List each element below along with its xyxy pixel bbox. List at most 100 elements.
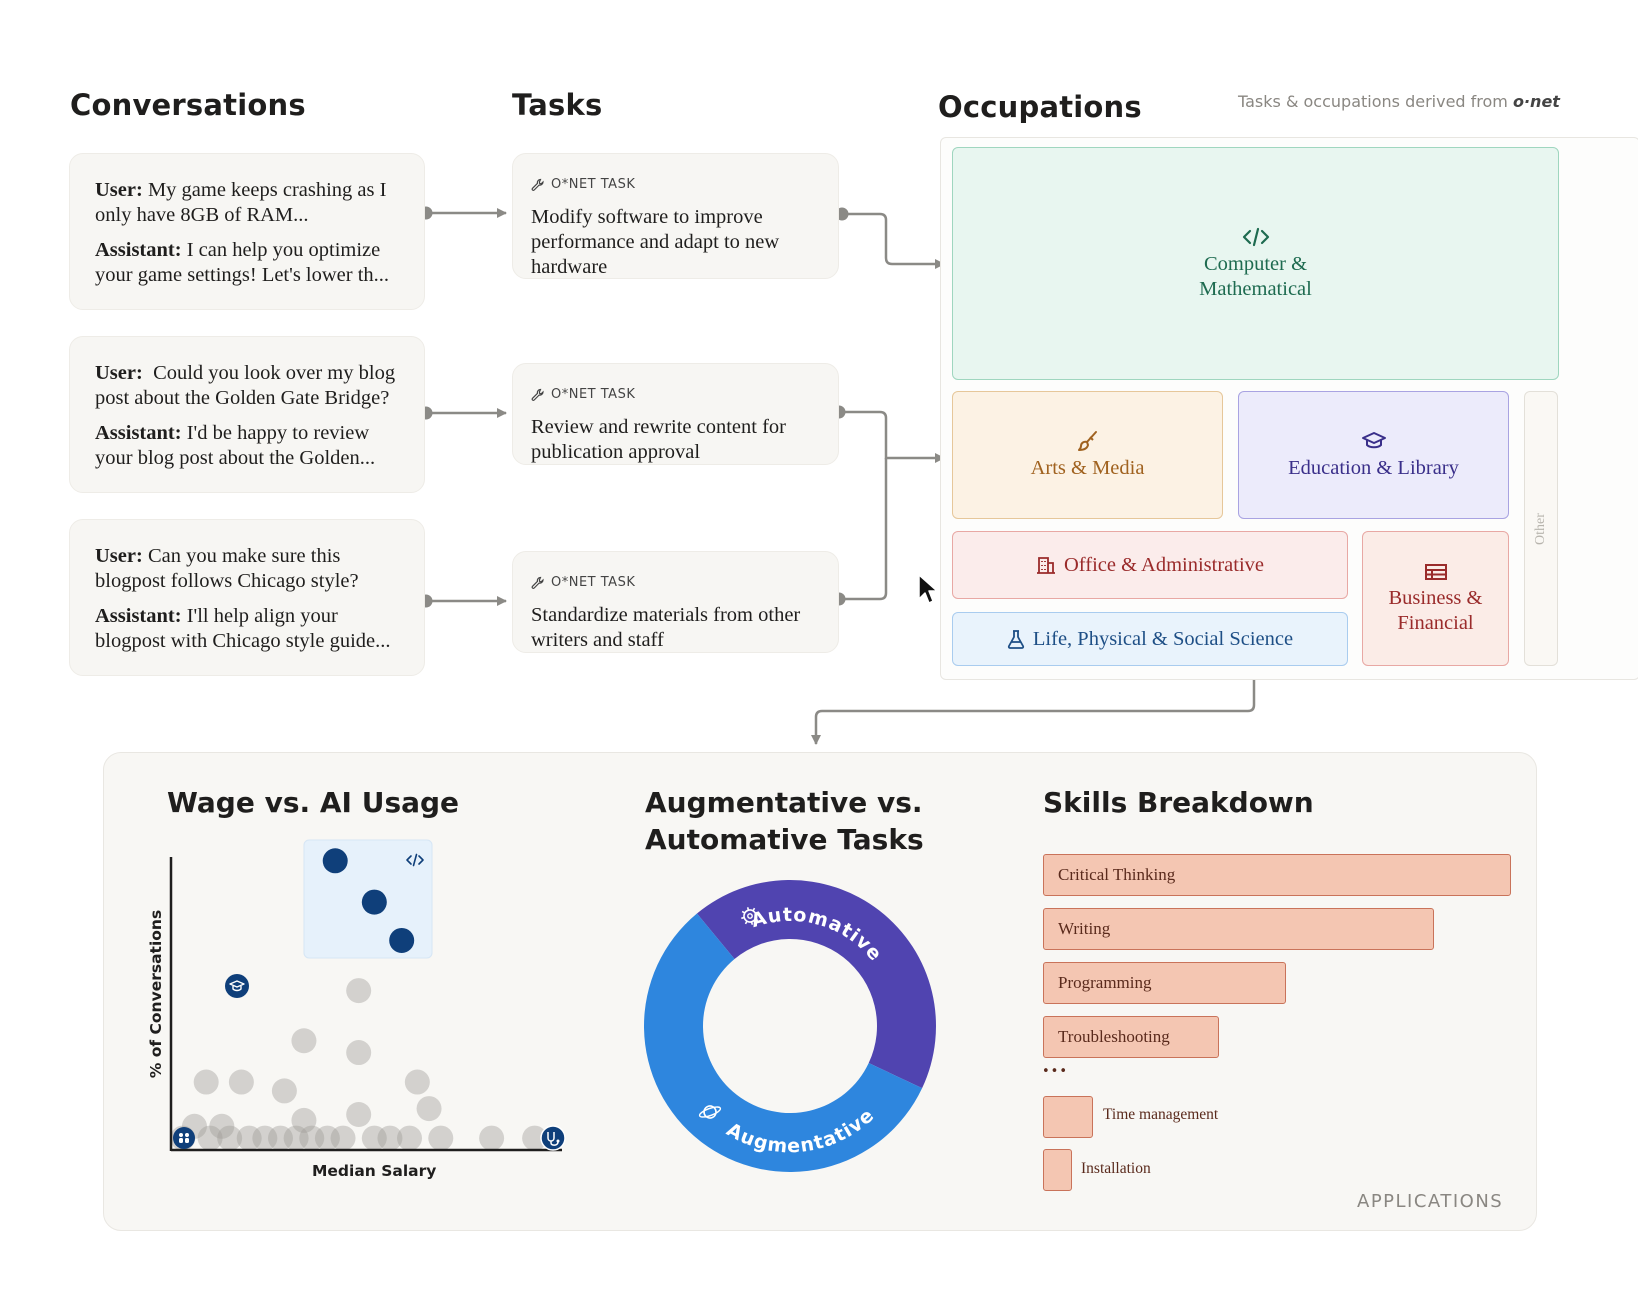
task-tag: O*NET TASK <box>531 382 820 407</box>
graduation-cap-icon <box>1361 431 1386 448</box>
skill-label-installation: Installation <box>1081 1160 1151 1177</box>
wrench-icon <box>531 388 544 401</box>
scatter-point <box>193 1069 219 1095</box>
scatter-point <box>217 1125 243 1151</box>
ellipsis: ••• <box>1042 1064 1069 1079</box>
scatter-point <box>404 1069 430 1095</box>
task-tag: O*NET TASK <box>531 172 820 197</box>
task-text: Standardize materials from other writers… <box>531 604 801 651</box>
scatter-point <box>346 978 372 1004</box>
stethoscope-icon <box>540 1125 566 1151</box>
task-card[interactable]: O*NET TASK Review and rewrite content fo… <box>512 363 839 465</box>
code-icon <box>406 853 424 867</box>
occupation-label: Computer & Mathematical <box>1199 252 1312 300</box>
scatter-point <box>346 1102 372 1127</box>
mouse-cursor-icon <box>918 574 938 604</box>
onet-logo: o·net <box>1512 92 1560 111</box>
occupation-label: Office & Administrative <box>1063 553 1265 576</box>
scatter-point <box>397 1125 423 1151</box>
assistant-message: Assistant: I can help you optimize your … <box>95 239 390 286</box>
conversation-card[interactable]: User: Could you look over my blog post a… <box>69 336 425 493</box>
wrench-icon <box>531 178 544 191</box>
occupation-business-financial[interactable]: Business & Financial <box>1362 531 1509 666</box>
scatter-point <box>291 1028 317 1054</box>
wage-scatter-chart <box>169 839 566 1152</box>
conversations-heading: Conversations <box>70 88 306 122</box>
assistant-message: Assistant: I'd be happy to review your b… <box>95 422 376 469</box>
occupation-label: Business & Financial <box>1388 586 1483 634</box>
task-tag: O*NET TASK <box>531 570 820 595</box>
occupation-other[interactable]: Other <box>1524 391 1558 666</box>
scatter-point <box>377 1125 403 1151</box>
user-message: User: Could you look over my blog post a… <box>95 362 401 409</box>
scatter-point <box>291 1107 317 1133</box>
applications-label: APPLICATIONS <box>1357 1191 1504 1212</box>
occupation-label: Other <box>1533 512 1548 545</box>
onet-credit: Tasks & occupations derived from o·net <box>1238 92 1560 111</box>
occupation-arts-media[interactable]: Arts & Media <box>952 391 1223 519</box>
aug-chart-title: Augmentative vs. Automative Tasks <box>645 786 924 856</box>
scatter-point <box>479 1125 505 1151</box>
user-message: User: Can you make sure this blogpost fo… <box>95 545 359 592</box>
building-icon <box>1036 557 1055 574</box>
scatter-point <box>428 1125 454 1151</box>
skill-bar-programming: Programming <box>1043 962 1286 1004</box>
occupation-label: Life, Physical & Social Science <box>1032 627 1294 650</box>
scatter-point <box>197 1125 223 1151</box>
scatter-point <box>283 1125 309 1151</box>
skill-bar-troubleshooting: Troubleshooting <box>1043 1016 1219 1058</box>
wrench-icon <box>531 576 544 589</box>
planet-icon <box>698 1105 722 1119</box>
assistant-message: Assistant: I'll help align your blogpost… <box>95 605 391 652</box>
code-icon <box>1242 227 1269 246</box>
scatter-point <box>314 1125 340 1151</box>
scatter-point <box>522 1125 548 1151</box>
task-text: Review and rewrite content for publicati… <box>531 416 787 463</box>
occupation-label: Education & Library <box>1288 456 1459 479</box>
wage-chart-title: Wage vs. AI Usage <box>167 786 460 819</box>
augmentative-donut-chart: Automative Augmentative <box>643 880 936 1172</box>
conversation-card[interactable]: User: Can you make sure this blogpost fo… <box>69 519 425 676</box>
scatter-point <box>361 1125 387 1151</box>
x-axis-label: Median Salary <box>312 1162 437 1180</box>
occupation-office-administrative[interactable]: Office & Administrative <box>952 531 1348 599</box>
skill-label-time-management: Time management <box>1103 1106 1219 1123</box>
gear-icon <box>741 907 759 925</box>
occupation-label: Arts & Media <box>1030 456 1145 479</box>
scatter-point <box>228 1069 254 1095</box>
scatter-point <box>416 1096 442 1122</box>
task-text: Modify software to improve performance a… <box>531 206 780 278</box>
skill-bar-critical-thinking: Critical Thinking <box>1043 854 1511 896</box>
scatter-point <box>267 1125 293 1151</box>
people-icon <box>173 1127 195 1149</box>
scatter-point-computer <box>389 927 415 953</box>
scatter-point <box>236 1125 262 1151</box>
donut-slice-automative <box>696 880 936 1089</box>
task-card[interactable]: O*NET TASK Standardize materials from ot… <box>512 551 839 653</box>
skill-bar-installation <box>1043 1149 1072 1191</box>
scatter-point-computer <box>361 889 387 915</box>
table-icon <box>1424 563 1447 580</box>
credit-text: Tasks & occupations derived from <box>1238 92 1508 111</box>
skill-bar-time-management <box>1043 1096 1093 1138</box>
scatter-point <box>299 1125 325 1151</box>
y-axis-label: % of Conversations <box>147 909 165 1079</box>
occupation-computer-mathematical[interactable]: Computer & Mathematical <box>952 147 1559 380</box>
scatter-point <box>330 1125 356 1151</box>
scatter-point <box>346 1040 372 1066</box>
occupation-life-physical-social-science[interactable]: Life, Physical & Social Science <box>952 612 1348 666</box>
user-message: User: My game keeps crashing as I only h… <box>95 179 387 226</box>
scatter-point <box>271 1078 297 1104</box>
graduation-cap-icon <box>225 974 249 998</box>
scatter-point <box>209 1113 235 1139</box>
tasks-heading: Tasks <box>512 88 603 122</box>
occupation-education-library[interactable]: Education & Library <box>1238 391 1509 519</box>
skill-bar-writing: Writing <box>1043 908 1434 950</box>
scatter-point <box>252 1125 278 1151</box>
skills-chart-title: Skills Breakdown <box>1043 786 1314 819</box>
conversation-card[interactable]: User: My game keeps crashing as I only h… <box>69 153 425 310</box>
task-card[interactable]: O*NET TASK Modify software to improve pe… <box>512 153 839 279</box>
scatter-point-computer <box>322 848 348 874</box>
paintbrush-icon <box>1077 430 1097 451</box>
flask-icon <box>1007 630 1024 649</box>
